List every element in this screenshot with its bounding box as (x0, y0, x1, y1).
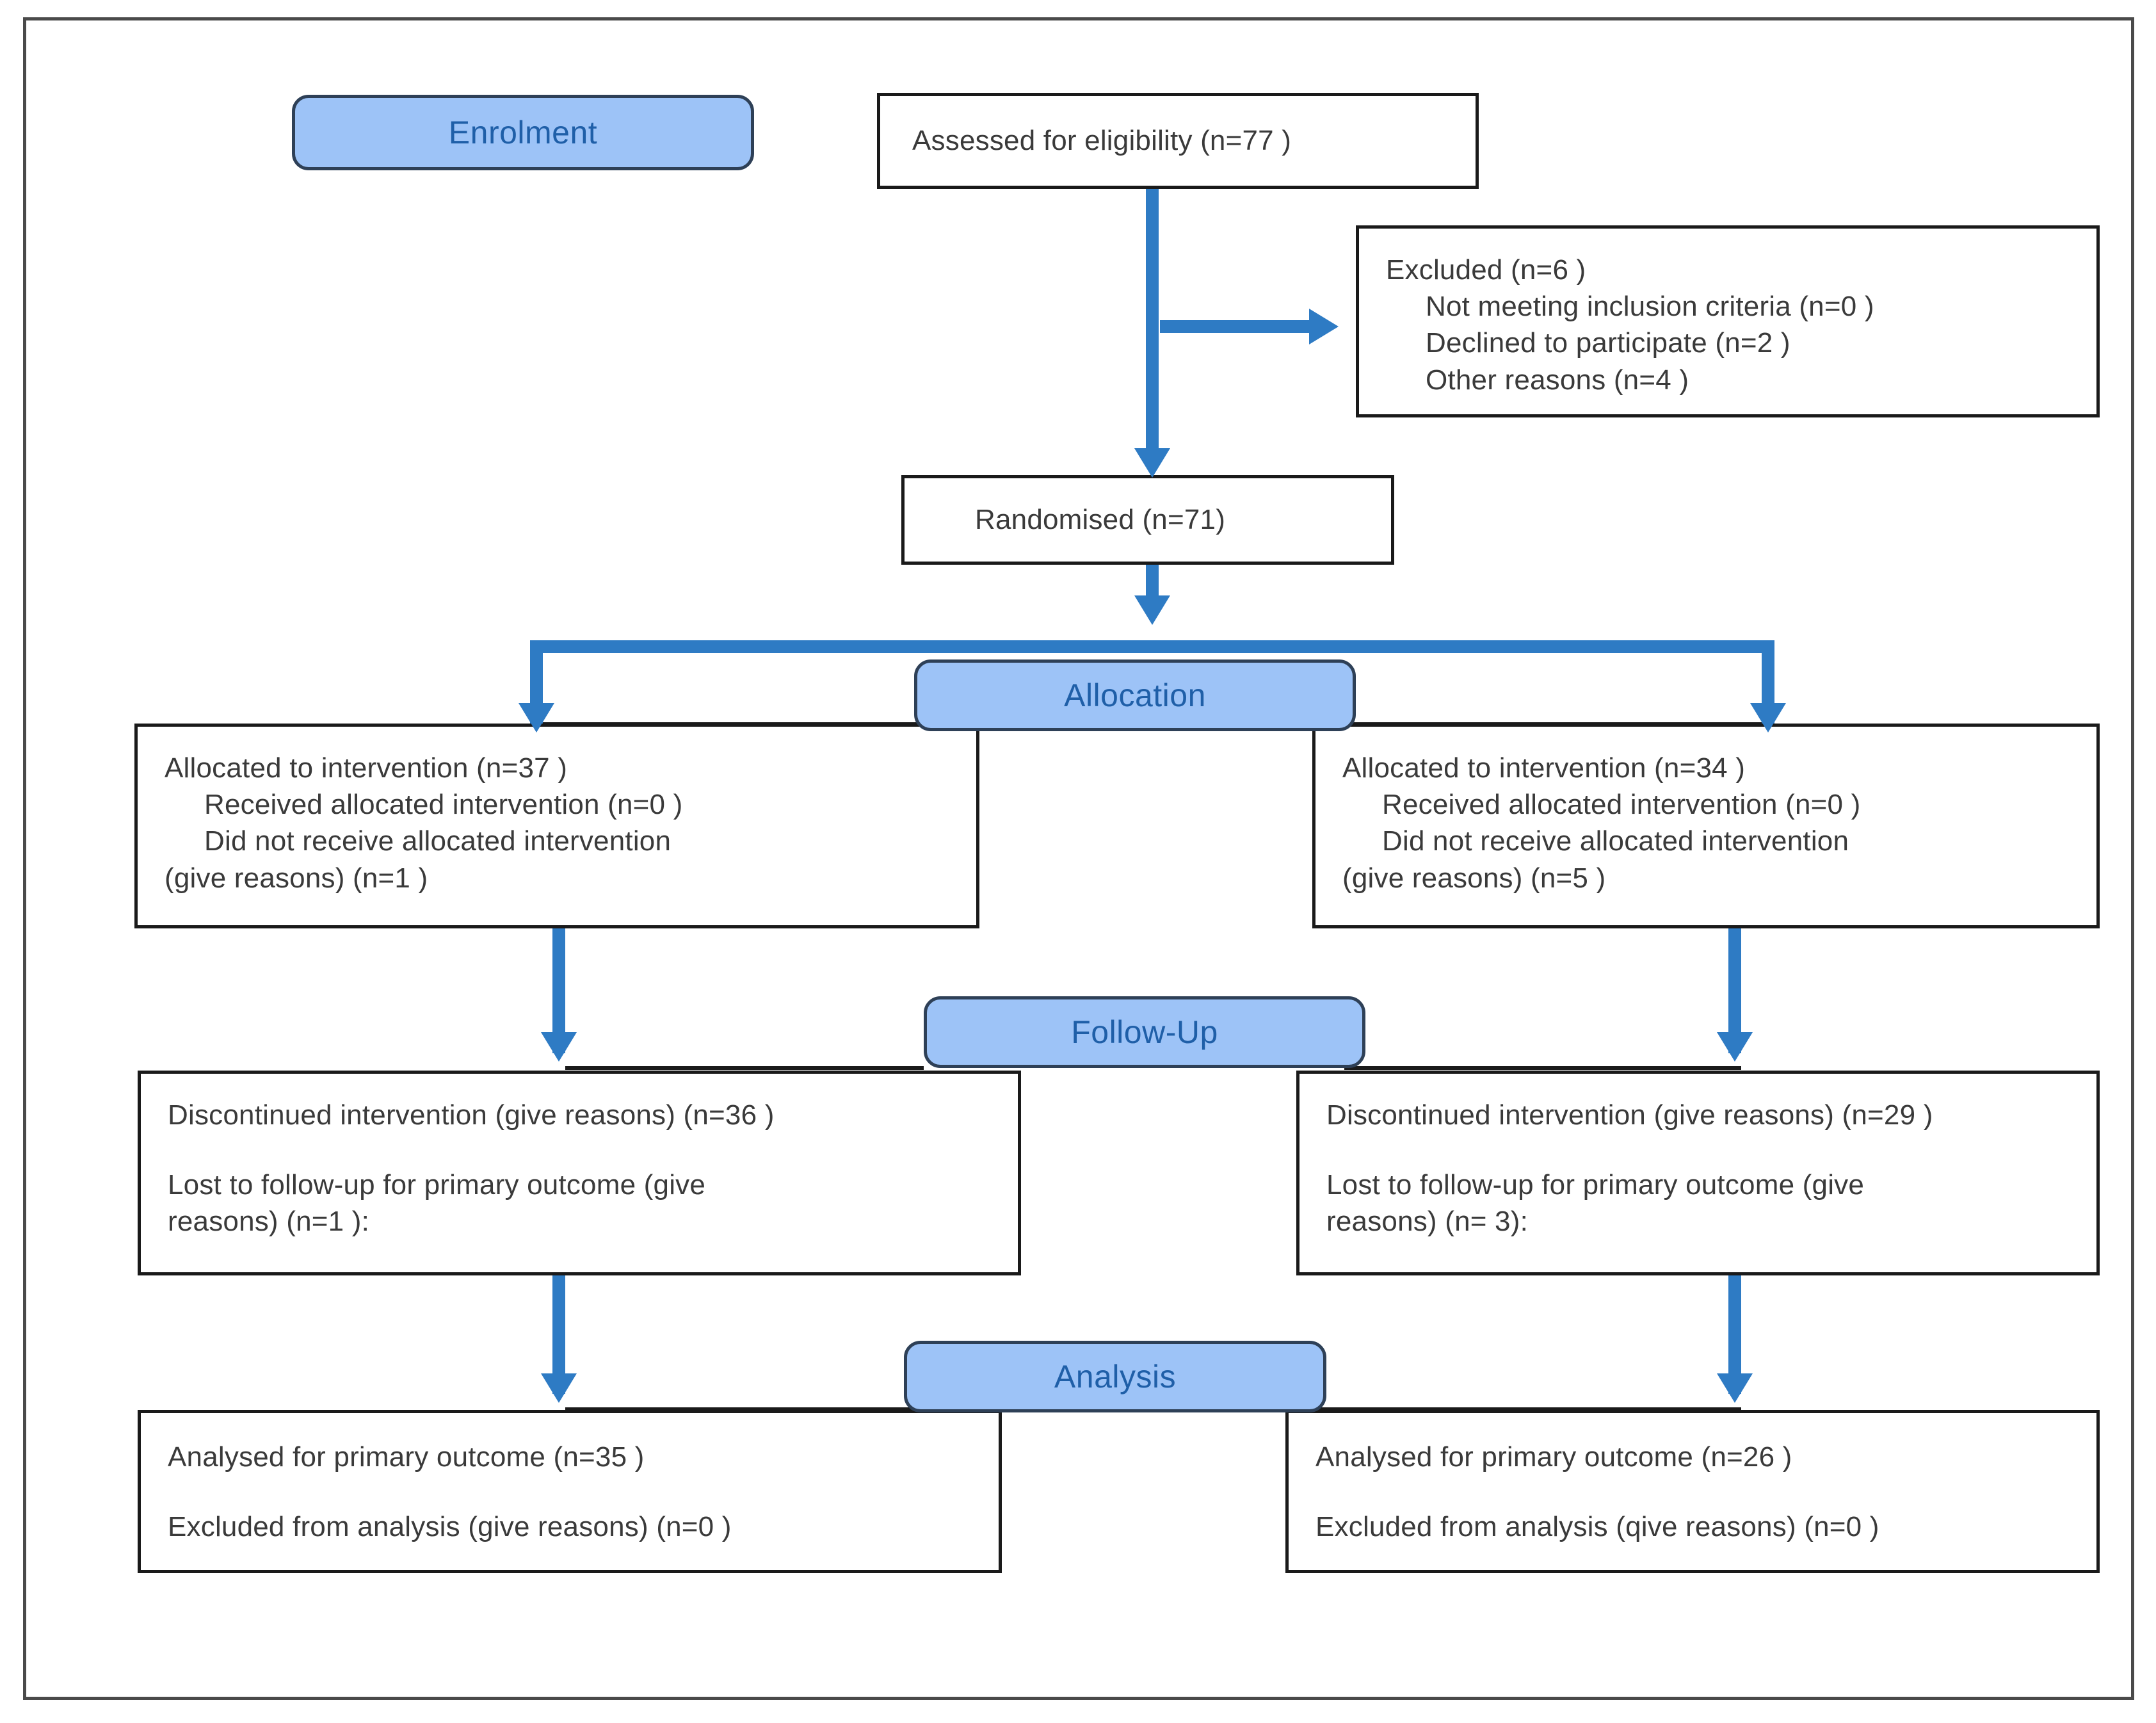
allocated-left-not-received: Did not receive allocated intervention (204, 825, 672, 857)
randomised-text: Randomised (n=71) (975, 504, 1226, 536)
arrowhead-split-left (519, 703, 554, 732)
followup-right-discontinued: Discontinued intervention (give reasons)… (1326, 1099, 1933, 1131)
stage-label-enrolment-text: Enrolment (448, 115, 598, 150)
box-followup-right: Discontinued intervention (give reasons)… (1296, 1071, 2100, 1275)
stage-label-allocation: Allocation (914, 659, 1356, 731)
box-randomised: Randomised (n=71) (901, 475, 1394, 565)
allocated-left-received: Received allocated intervention (n=0 ) (204, 789, 683, 821)
excluded-reason-1: Declined to participate (n=2 ) (1426, 327, 1790, 359)
analysis-right-analysed: Analysed for primary outcome (n=26 ) (1315, 1441, 1792, 1473)
followup-left-spacer (168, 1133, 999, 1167)
allocated-right-received: Received allocated intervention (n=0 ) (1382, 789, 1861, 821)
analysis-right-spacer (1315, 1475, 2077, 1509)
followup-left-discontinued: Discontinued intervention (give reasons)… (168, 1099, 775, 1131)
arrowhead-assessed-to-randomised (1134, 448, 1170, 478)
followup-right-spacer (1326, 1133, 2077, 1167)
excluded-reason-2: Other reasons (n=4 ) (1426, 364, 1689, 396)
stage-label-followup-text: Follow-Up (1071, 1014, 1218, 1050)
connector-split-right-drop (1762, 640, 1774, 724)
allocated-left-not-received-cont: (give reasons) (n=1 ) (165, 862, 428, 894)
followup-left-lost: Lost to follow-up for primary outcome (g… (168, 1169, 706, 1201)
analysis-left-spacer (168, 1475, 979, 1509)
arrowhead-randomised-down (1134, 595, 1170, 625)
allocated-right-not-received: Did not receive allocated intervention (1382, 825, 1849, 857)
box-allocated-right: Allocated to intervention (n=34 ) Receiv… (1312, 724, 2100, 928)
box-followup-left: Discontinued intervention (give reasons)… (138, 1071, 1021, 1275)
excluded-heading: Excluded (n=6 ) (1386, 254, 1586, 286)
followup-left-lost-cont: reasons) (n=1 ): (168, 1206, 370, 1238)
stage-label-enrolment: Enrolment (292, 95, 754, 170)
box-allocated-left: Allocated to intervention (n=37 ) Receiv… (134, 724, 979, 928)
connector-split-left-drop (530, 640, 543, 724)
arrowhead-alloc-right-to-followup (1717, 1032, 1753, 1062)
connector-to-excluded (1160, 320, 1314, 333)
analysis-left-analysed: Analysed for primary outcome (n=35 ) (168, 1441, 645, 1473)
stub-analysis-right (1299, 1407, 1741, 1411)
box-analysis-left: Analysed for primary outcome (n=35 ) Exc… (138, 1410, 1002, 1573)
arrowhead-followup-right-to-analysis (1717, 1373, 1753, 1403)
stage-label-allocation-text: Allocation (1064, 677, 1206, 713)
analysis-right-excluded: Excluded from analysis (qive reasons) (n… (1315, 1511, 1879, 1543)
connector-alloc-left-to-followup (552, 928, 565, 1053)
stub-analysis-left (565, 1407, 914, 1411)
stage-label-followup: Follow-Up (924, 996, 1365, 1068)
stub-followup-right (1344, 1066, 1741, 1070)
allocated-right-not-received-cont: (give reasons) (n=5 ) (1342, 862, 1606, 894)
arrowhead-followup-left-to-analysis (541, 1373, 577, 1403)
arrowhead-split-right (1750, 703, 1786, 732)
connector-split-bar (530, 640, 1774, 653)
excluded-reason-0: Not meeting inclusion criteria (n=0 ) (1426, 291, 1874, 323)
allocated-left-heading: Allocated to intervention (n=37 ) (165, 752, 568, 784)
stub-followup-left (565, 1066, 924, 1070)
followup-right-lost: Lost to follow-up for primary outcome (g… (1326, 1169, 1865, 1201)
connector-randomised-down (1146, 565, 1159, 603)
analysis-left-excluded: Excluded from analysis (give reasons) (n… (168, 1511, 732, 1543)
connector-alloc-right-to-followup (1728, 928, 1741, 1053)
followup-right-lost-cont: reasons) (n= 3): (1326, 1206, 1529, 1238)
arrowhead-to-excluded (1309, 309, 1339, 344)
connector-assessed-to-randomised (1146, 189, 1159, 464)
allocated-right-heading: Allocated to intervention (n=34 ) (1342, 752, 1746, 784)
connector-followup-right-to-analysis (1728, 1275, 1741, 1394)
box-excluded: Excluded (n=6 ) Not meeting inclusion cr… (1356, 225, 2100, 417)
stage-label-analysis: Analysis (904, 1341, 1326, 1412)
box-analysis-right: Analysed for primary outcome (n=26 ) Exc… (1285, 1410, 2100, 1573)
stub-allocation-right (1351, 722, 1773, 726)
box-assessed-for-eligibility: Assessed for eligibility (n=77 ) (877, 93, 1479, 189)
assessed-text: Assessed for eligibility (n=77 ) (912, 125, 1292, 157)
stub-allocation-left (543, 722, 940, 726)
arrowhead-alloc-left-to-followup (541, 1032, 577, 1062)
stage-label-analysis-text: Analysis (1054, 1359, 1177, 1395)
connector-followup-left-to-analysis (552, 1275, 565, 1394)
